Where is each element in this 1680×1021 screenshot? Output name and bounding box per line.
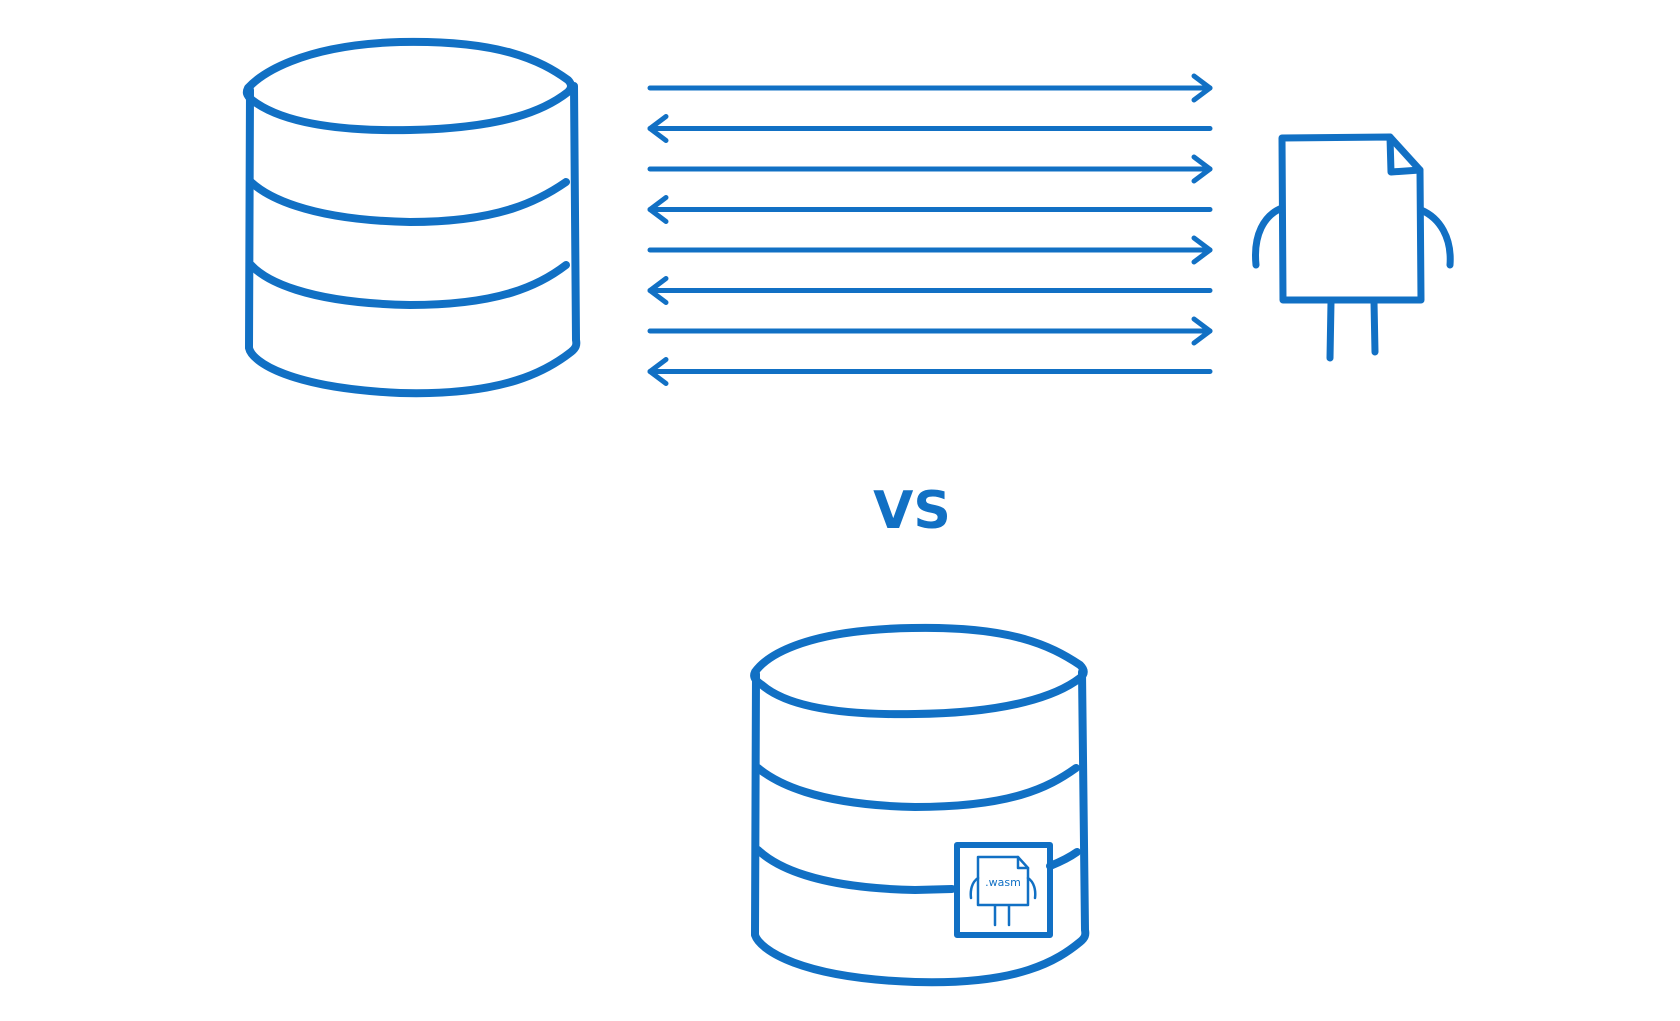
arrow-right-icon <box>647 235 1213 265</box>
arrow-right-icon <box>647 316 1213 346</box>
embedded-module: .wasm <box>954 842 1053 938</box>
arrow-right-icon <box>647 73 1213 103</box>
arrow-left-icon <box>647 276 1213 305</box>
file-character-icon <box>969 855 1037 927</box>
top-scenario <box>242 37 1454 398</box>
arrow-left-icon <box>647 195 1213 224</box>
vs-label: VS <box>873 481 951 541</box>
arrow-right-icon <box>647 154 1213 184</box>
database-cylinder-icon <box>750 623 1090 987</box>
arrow-left-icon <box>647 357 1213 386</box>
database-cylinder-icon <box>242 37 581 398</box>
file-character-icon <box>1252 133 1454 362</box>
arrow-left-icon <box>647 114 1213 143</box>
wasm-label: .wasm <box>985 876 1021 889</box>
bottom-scenario: .wasm <box>750 623 1090 987</box>
message-arrows <box>647 73 1213 386</box>
